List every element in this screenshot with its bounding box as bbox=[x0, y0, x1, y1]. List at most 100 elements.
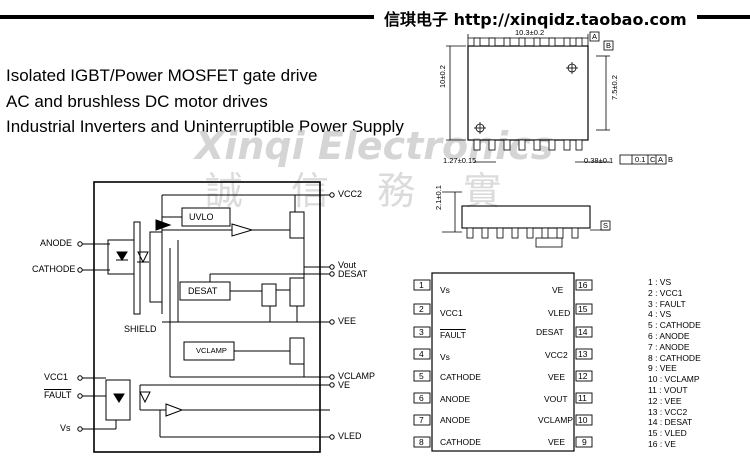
pin-name-3: FAULT bbox=[440, 330, 466, 340]
pin-name-6: ANODE bbox=[440, 394, 471, 404]
pin-num-7: 7 bbox=[419, 415, 424, 425]
pin-name-11: VOUT bbox=[544, 394, 568, 404]
desat-fet bbox=[261, 283, 277, 307]
package-body-top bbox=[467, 45, 589, 141]
package-pins-bottom bbox=[473, 139, 583, 151]
pin-num-6: 6 bbox=[419, 393, 424, 403]
pin-list-item: 15 : VLED bbox=[648, 428, 687, 439]
pin-num-9: 9 bbox=[582, 437, 587, 447]
vclamp-box-label: VCLAMP bbox=[196, 346, 227, 355]
pin-num-15: 15 bbox=[578, 304, 588, 314]
pin-list-item: 8 : CATHODE bbox=[648, 352, 701, 363]
pin-name-8: CATHODE bbox=[440, 437, 481, 447]
pin-num-14: 14 bbox=[578, 327, 588, 337]
pin-label-vee: VEE bbox=[338, 316, 357, 326]
shield-bar bbox=[133, 221, 141, 315]
dim-width: 10.3±0.2 bbox=[515, 28, 545, 37]
header-rule-left bbox=[0, 15, 374, 19]
fault-led bbox=[113, 393, 125, 403]
pin-function-list: 1 : VS 2 : VCC1 3 : FAULT 4 : VS 5 : CAT… bbox=[648, 277, 701, 450]
pin-name-7: ANODE bbox=[440, 415, 471, 425]
feature-line-3: Industrial Inverters and Uninterruptible… bbox=[6, 117, 404, 136]
pin-list-item: 9 : VEE bbox=[648, 363, 677, 374]
pin-num-8: 8 bbox=[419, 437, 424, 447]
dim-pitch: 1.27±0.15 bbox=[443, 156, 477, 165]
desat-label: DESAT bbox=[188, 286, 218, 296]
uvlo-label: UVLO bbox=[189, 212, 214, 222]
pin-label-anode: ANODE bbox=[40, 238, 73, 248]
pin-num-1: 1 bbox=[419, 280, 424, 290]
tol-value: 0.1 bbox=[635, 155, 646, 164]
pin-list-item: 1 : VS bbox=[648, 277, 672, 287]
pin-name-15: VLED bbox=[548, 308, 571, 318]
datum-s-label: S bbox=[603, 221, 609, 230]
pin-name-1: Vs bbox=[440, 285, 450, 295]
pin-name-2: VCC1 bbox=[440, 308, 463, 318]
feature-line-2: AC and brushless DC motor drives bbox=[6, 92, 268, 111]
package-pins-top bbox=[473, 37, 583, 47]
pin-num-12: 12 bbox=[578, 371, 588, 381]
pin-label-vout: Vout bbox=[338, 260, 357, 270]
pin-list-item: 6 : ANODE bbox=[648, 330, 690, 341]
pin-num-10: 10 bbox=[578, 415, 588, 425]
pin-name-4: Vs bbox=[440, 352, 450, 362]
pin-name-14: DESAT bbox=[536, 327, 564, 337]
pin-label-ve: VE bbox=[338, 380, 351, 390]
datum-box-b bbox=[603, 40, 614, 51]
pin-num-11: 11 bbox=[578, 393, 587, 403]
pin-label-vs: Vs bbox=[60, 423, 71, 433]
ic-outline bbox=[93, 181, 321, 453]
pin-num-16: 16 bbox=[578, 280, 588, 290]
watermark-cn: 誠 信 務 實 bbox=[205, 169, 520, 213]
pin-num-13: 13 bbox=[578, 349, 588, 359]
output-fet-high bbox=[289, 211, 305, 239]
pin-label-cathode: CATHODE bbox=[32, 264, 76, 274]
tol-b: B bbox=[668, 155, 674, 164]
datum-b-label: B bbox=[606, 41, 612, 50]
shield-label: SHIELD bbox=[124, 324, 157, 334]
pin-name-5: CATHODE bbox=[440, 372, 481, 382]
pin-list-item: 3 : FAULT bbox=[648, 298, 686, 309]
package-pins-side bbox=[466, 227, 579, 239]
datum-box-a bbox=[589, 31, 600, 42]
pin-name-16: VE bbox=[552, 285, 564, 295]
pin-num-2: 2 bbox=[419, 304, 424, 314]
pin-name-10: VCLAMP bbox=[538, 415, 573, 425]
tol-c: C bbox=[650, 155, 656, 164]
pinout-body bbox=[431, 272, 575, 452]
pin-label-fault: FAULT bbox=[44, 390, 72, 400]
pin-num-3: 3 bbox=[419, 327, 424, 337]
dim-lead: 0.38±0.1 bbox=[584, 156, 614, 165]
tolerance-frame bbox=[619, 154, 667, 165]
shop-url[interactable]: 信琪电子 http://xinqidz.taobao.com bbox=[384, 10, 687, 29]
header-rule-right bbox=[697, 15, 750, 19]
pin-label-desat: DESAT bbox=[338, 269, 368, 279]
pin-list-item: 5 : CATHODE bbox=[648, 320, 701, 331]
pin-num-5: 5 bbox=[419, 371, 424, 381]
pin-list-item: 14 : DESAT bbox=[648, 417, 693, 428]
input-led bbox=[116, 251, 128, 261]
pin-label-vled: VLED bbox=[338, 431, 362, 441]
pin-list-item: 16 : VE bbox=[648, 438, 676, 449]
pin-label-vcc1: VCC1 bbox=[44, 372, 69, 382]
header-banner: 信琪电子 http://xinqidz.taobao.com bbox=[0, 4, 750, 29]
pin-label-vcc2: VCC2 bbox=[338, 189, 363, 199]
pin-list-item: 13 : VCC2 bbox=[648, 406, 688, 417]
datum-a-label: A bbox=[592, 32, 598, 41]
pin-num-4: 4 bbox=[419, 349, 424, 359]
pin-name-12: VEE bbox=[548, 372, 566, 382]
pin-name-13: VCC2 bbox=[545, 350, 568, 360]
package-body-side bbox=[461, 205, 591, 229]
fault-photodiode bbox=[139, 391, 151, 404]
pin-list-item: 2 : VCC1 bbox=[648, 287, 683, 298]
pin-list-item: 11 : VOUT bbox=[648, 384, 688, 395]
pin-list-item: 10 : VCLAMP bbox=[648, 374, 700, 385]
pin-name-9: VEE bbox=[548, 437, 566, 447]
tol-a: A bbox=[658, 155, 664, 164]
pin-list-item: 12 : VEE bbox=[648, 395, 682, 406]
pin-list-item: 4 : VS bbox=[648, 309, 672, 320]
feature-line-1: Isolated IGBT/Power MOSFET gate drive bbox=[6, 66, 318, 85]
